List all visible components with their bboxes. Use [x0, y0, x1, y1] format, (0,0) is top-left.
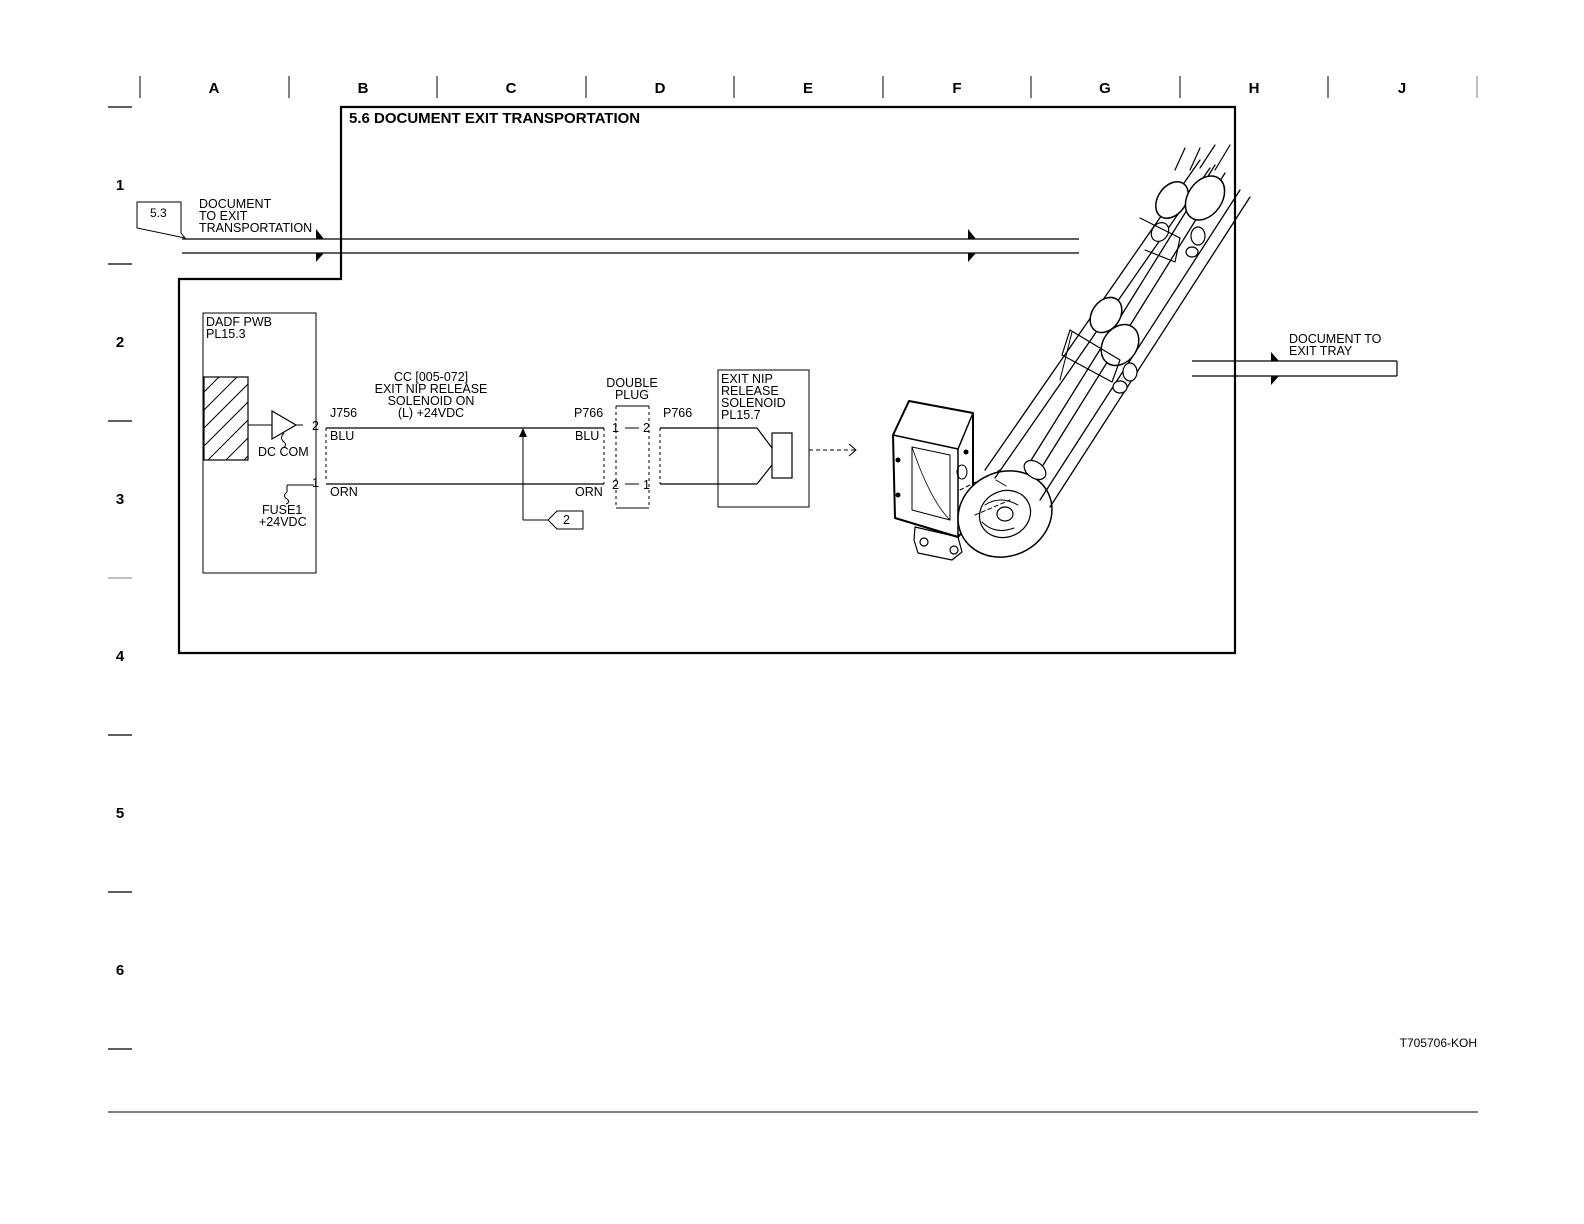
double-plug-label-line: PLUG	[615, 388, 649, 402]
input-label-line: TRANSPORTATION	[199, 221, 312, 235]
pwb-pin-number: 1	[312, 476, 319, 490]
dc-com-label: DC COM	[258, 445, 309, 459]
row-grid: 1 2 3 4 5 6	[108, 106, 132, 1050]
solenoid-label-line: PL15.7	[721, 408, 761, 422]
pwb-hatched-block	[203, 376, 249, 461]
column-label: J	[1398, 80, 1406, 97]
input-reference-tag	[136, 201, 187, 239]
paper-path-lines	[182, 229, 1079, 262]
pwb-pin-number: 2	[312, 419, 319, 433]
input-reference: 5.3	[150, 206, 167, 220]
input-label-line: DOCUMENT	[199, 197, 272, 211]
flow-arrow	[316, 253, 324, 262]
pwb-label-line: PL15.3	[206, 327, 246, 341]
solenoid-label-line: EXIT NIP	[721, 372, 773, 386]
section-outline	[177, 105, 1237, 655]
column-grid: A B C D E F G H J	[139, 76, 1478, 98]
column-label: B	[358, 80, 369, 97]
double-plug-label-line: DOUBLE	[606, 376, 657, 390]
signal-reference: 2	[563, 513, 570, 527]
column-label: G	[1099, 80, 1111, 97]
column-label: F	[952, 80, 961, 97]
pwb-label-line: DADF PWB	[206, 315, 272, 329]
signal-label-line: (L) +24VDC	[398, 406, 464, 420]
dadf-pwb-box	[202, 312, 317, 574]
flow-arrow	[1271, 376, 1279, 385]
row-label: 6	[116, 962, 124, 979]
solenoid-coil-symbol	[756, 427, 793, 485]
row-label: 4	[116, 648, 125, 665]
mechanical-link-arrow	[809, 443, 857, 457]
p766-right-label: P766	[663, 406, 692, 420]
j756-label: J756	[330, 406, 357, 420]
column-label: E	[803, 80, 813, 97]
row-label: 2	[116, 334, 124, 351]
double-plug-pin: 2	[643, 421, 650, 435]
double-plug-pin: 1	[612, 421, 619, 435]
wire-color-label: BLU	[575, 429, 599, 443]
solenoid-label-line: RELEASE	[721, 384, 779, 398]
section-title: 5.6 DOCUMENT EXIT TRANSPORTATION	[349, 110, 640, 127]
double-plug-body	[615, 405, 650, 509]
figure-id: T705706-KOH	[1400, 1036, 1477, 1050]
flow-arrow	[968, 253, 976, 262]
column-label: C	[506, 80, 517, 97]
wire-color-label: BLU	[330, 429, 354, 443]
wire-color-label: ORN	[575, 485, 603, 499]
solenoid-box	[717, 369, 810, 508]
output-path	[1192, 352, 1398, 385]
flow-arrow	[968, 229, 976, 239]
output-label-line: DOCUMENT TO	[1289, 332, 1382, 346]
row-label: 3	[116, 491, 124, 508]
fuse-label-line: +24VDC	[259, 515, 307, 529]
fuse-label-line: FUSE1	[262, 503, 302, 517]
input-label-line: TO EXIT	[199, 209, 248, 223]
row-label: 1	[116, 177, 124, 194]
fuse-symbol	[284, 484, 314, 505]
double-plug-pin: 2	[612, 478, 619, 492]
double-plug-pin: 1	[643, 478, 650, 492]
flow-arrow	[1271, 352, 1279, 361]
signal-test-point	[519, 428, 584, 530]
signal-label-line: SOLENOID ON	[388, 394, 475, 408]
row-label: 5	[116, 805, 124, 822]
column-label: D	[655, 80, 666, 97]
flow-arrow	[316, 229, 324, 239]
wire-color-label: ORN	[330, 485, 358, 499]
column-label: H	[1249, 80, 1260, 97]
signal-label-line: EXIT NIP RELEASE	[375, 382, 488, 396]
output-label-line: EXIT TRAY	[1289, 344, 1353, 358]
signal-label-line: CC [005-072]	[394, 370, 468, 384]
p766-left-label: P766	[574, 406, 603, 420]
driver-buffer-symbol	[248, 409, 303, 449]
column-label: A	[209, 80, 220, 97]
solenoid-label-line: SOLENOID	[721, 396, 786, 410]
solenoid-roller-illustration	[892, 144, 1251, 561]
